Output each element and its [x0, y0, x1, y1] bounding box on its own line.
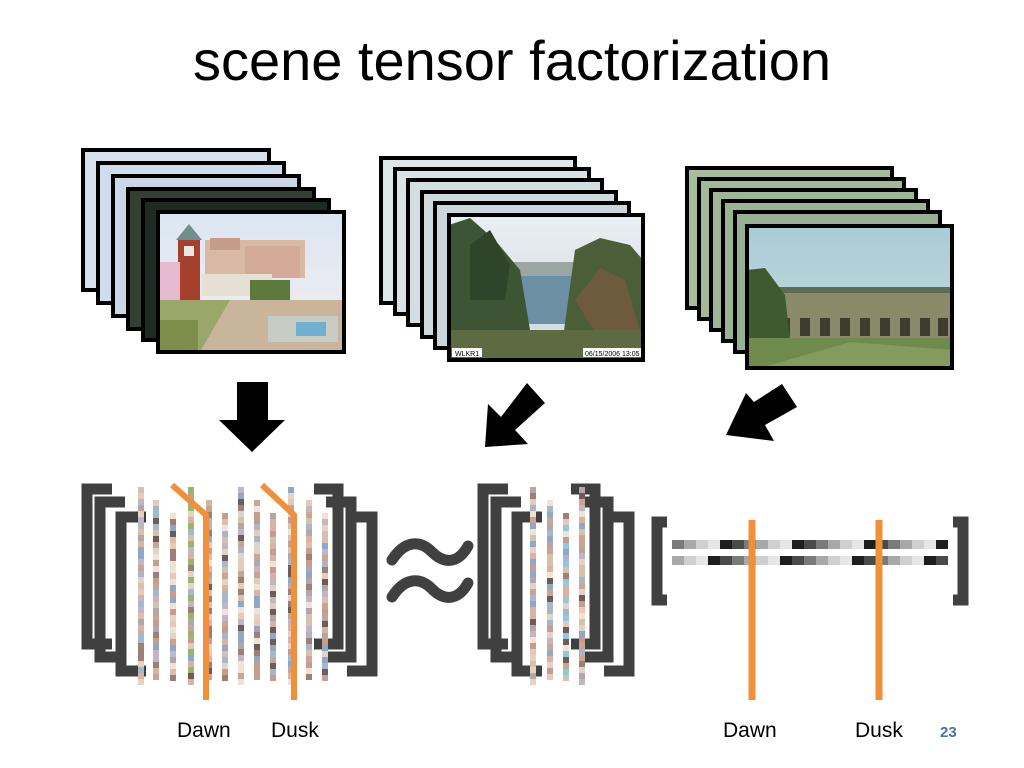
approx-sign [386, 538, 474, 603]
photo-overlay-location: WLKR1 [455, 351, 479, 358]
building-photo [747, 226, 952, 368]
tensor-right-columns [530, 487, 585, 685]
page-number: 23 [940, 724, 957, 741]
lake-photo [449, 215, 643, 360]
bracket-left [511, 511, 542, 677]
bracket-right [604, 511, 635, 677]
dusk-marker-left [259, 482, 297, 700]
bracket-right [953, 516, 969, 606]
image-stack-campus [81, 148, 346, 354]
arrow-down-icon [219, 382, 285, 452]
bracket-right [583, 496, 614, 663]
coefficient-matrix [651, 516, 969, 606]
arrow-down-left-icon [485, 383, 545, 447]
label-dawn-left: Dawn [177, 719, 231, 742]
tensor-left-columns [138, 487, 328, 685]
label-dawn-right: Dawn [723, 719, 777, 742]
photo-overlay-timestamp: 06/15/2006 13:05 [585, 351, 640, 358]
arrow-down-left-icon [726, 384, 797, 441]
bracket-left [651, 516, 667, 606]
image-stack-building [685, 166, 954, 370]
tensor-left [81, 483, 378, 677]
label-dusk-right: Dusk [855, 719, 903, 742]
dawn-marker-left [170, 482, 209, 700]
bracket-right [347, 511, 378, 677]
bracket-left [115, 511, 146, 677]
campus-photo [158, 212, 344, 352]
bracket-left [490, 496, 521, 663]
slide-title: scene tensor factorization [192, 29, 832, 92]
image-stack-lake: WLKR1 06/15/2006 13:05 [379, 156, 645, 362]
coefficient-rows [672, 540, 948, 565]
tensor-right [477, 483, 635, 677]
bracket-left [94, 496, 125, 663]
bracket-right [326, 496, 357, 663]
label-dusk-left: Dusk [271, 719, 319, 742]
